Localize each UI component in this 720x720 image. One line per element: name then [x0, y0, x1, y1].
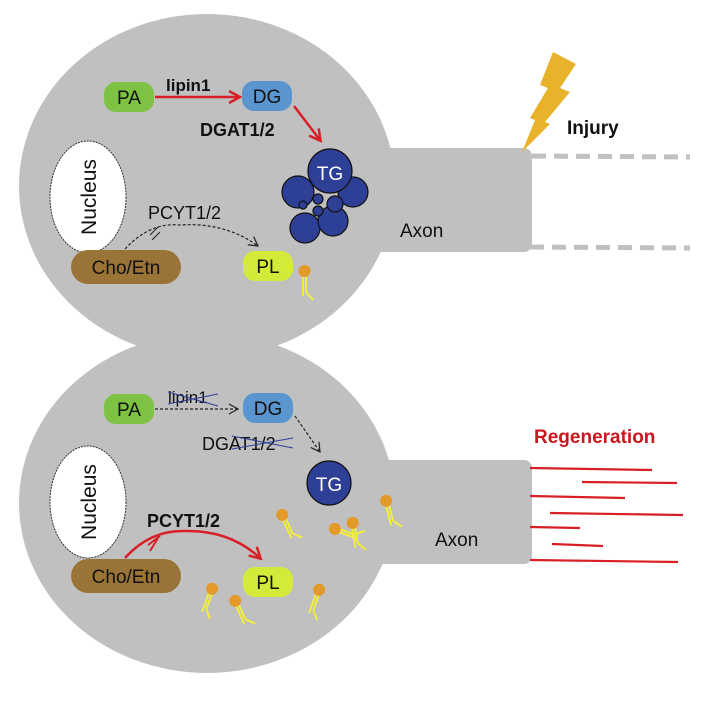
pl-label: PL	[256, 573, 279, 594]
cho-etn-label: Cho/Etn	[92, 567, 161, 588]
tg-label: TG	[317, 164, 343, 185]
dgat-label: DGAT1/2	[200, 120, 275, 140]
strike-mark	[231, 435, 294, 449]
pa-label: PA	[117, 400, 141, 421]
pl-node	[243, 567, 293, 597]
nucleus	[49, 140, 127, 254]
regeneration-label: Regeneration	[534, 427, 655, 448]
cho-etn-node	[71, 250, 181, 284]
pcyt-arrow-tick	[147, 535, 161, 552]
pa-label: PA	[117, 88, 141, 109]
dgat-arrow-inhibited	[294, 415, 321, 454]
pa-node	[104, 82, 154, 112]
panel-injury: Injury Nucleus PA DG lipin1 DGAT1/2 TG	[19, 14, 691, 358]
nucleus-label: Nucleus	[78, 159, 101, 235]
pcyt-label: PCYT1/2	[148, 203, 221, 223]
nucleus	[49, 445, 127, 559]
severed-axon-line	[529, 244, 691, 251]
pcyt-arrow-tick	[149, 226, 161, 241]
tg-droplet-cluster	[281, 148, 369, 244]
lipin1-label: lipin1	[166, 76, 210, 95]
dg-node	[243, 393, 293, 423]
cho-etn-node	[71, 559, 181, 593]
axon-label: Axon	[435, 530, 478, 551]
cho-etn-label: Cho/Etn	[92, 258, 161, 279]
axon-body	[360, 148, 532, 252]
pcyt-arrow	[124, 224, 259, 250]
axon-body	[360, 460, 532, 564]
injury-label: Injury	[567, 118, 619, 139]
pl-label: PL	[256, 257, 279, 278]
axon-label: Axon	[400, 221, 443, 242]
pa-node	[104, 394, 154, 424]
strike-mark	[167, 393, 219, 405]
pl-node	[243, 251, 293, 281]
tg-droplet	[306, 460, 352, 506]
panel-regeneration: Regeneration Nucleus PA DG lipin1 DGAT1/…	[19, 333, 684, 673]
strike-mark	[231, 437, 294, 450]
dg-label: DG	[253, 87, 282, 108]
nucleus-label: Nucleus	[78, 464, 101, 540]
dgat-label-struck: DGAT1/2	[202, 434, 276, 454]
pcyt-arrow	[124, 529, 260, 558]
lightning-bolt-icon	[522, 52, 576, 152]
severed-axon-line	[531, 153, 691, 160]
tg-label: TG	[316, 475, 342, 496]
regenerating-axon-lines	[529, 466, 684, 564]
dg-node	[242, 81, 292, 111]
dgat-arrow	[293, 105, 320, 140]
pcyt-label: PCYT1/2	[147, 511, 220, 531]
dg-label: DG	[254, 399, 283, 420]
